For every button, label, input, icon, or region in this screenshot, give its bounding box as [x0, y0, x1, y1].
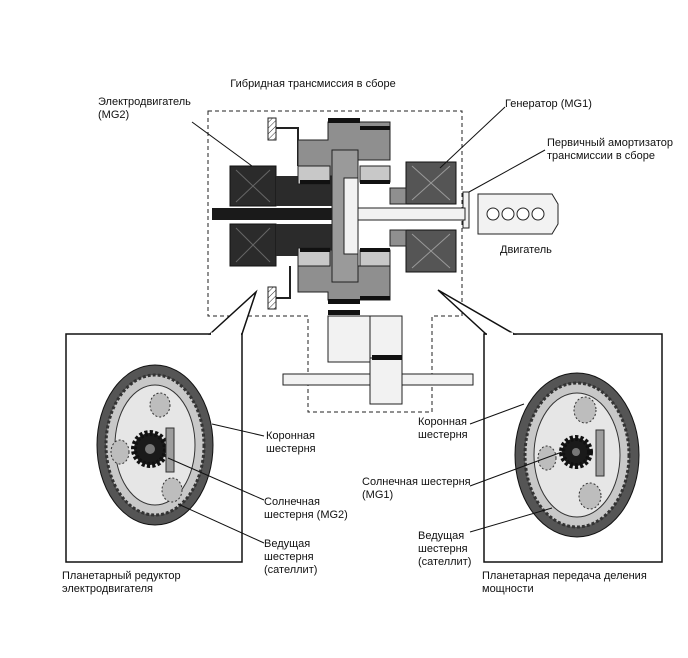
leader-lines — [167, 106, 563, 544]
mg1-rotor-top — [389, 187, 407, 205]
left-planetary-gear — [96, 364, 214, 526]
left-ring-gear-label: Коронная шестерня — [266, 430, 316, 455]
right-ring-gear-label: Коронная шестерня — [418, 416, 468, 441]
mg1-generator — [389, 161, 457, 273]
left-sun-gear-label: Солнечная шестерня (MG2) — [264, 496, 348, 521]
input-shaft — [344, 207, 466, 221]
mg1-rotor-bottom — [389, 229, 407, 247]
engine-group — [462, 191, 559, 235]
right-sun-gear-label: Солнечная шестерня (MG1) — [362, 476, 471, 501]
mg1-label: Генератор (MG1) — [505, 98, 592, 110]
diagram-title: Гибридная трансмиссия в сборе — [230, 78, 396, 90]
planetary-gear-block — [297, 118, 391, 304]
damper-label: Первичный амортизатор трансмиссии в сбор… — [547, 137, 673, 162]
mg2-shaft — [212, 208, 345, 220]
right-pinion-gear-label: Ведущая шестерня (сателлит) — [418, 530, 472, 568]
mg2-label: Электродвигатель (MG2) — [98, 96, 191, 121]
engine-label: Двигатель — [500, 244, 552, 256]
left-caption: Планетарный редуктор электродвигателя — [62, 570, 181, 595]
left-pinion-gear-label: Ведущая шестерня (сателлит) — [264, 538, 318, 576]
right-planetary-gear — [514, 372, 640, 538]
counter-gear-assembly — [327, 310, 403, 405]
right-caption: Планетарная передача деления мощности — [482, 570, 647, 595]
